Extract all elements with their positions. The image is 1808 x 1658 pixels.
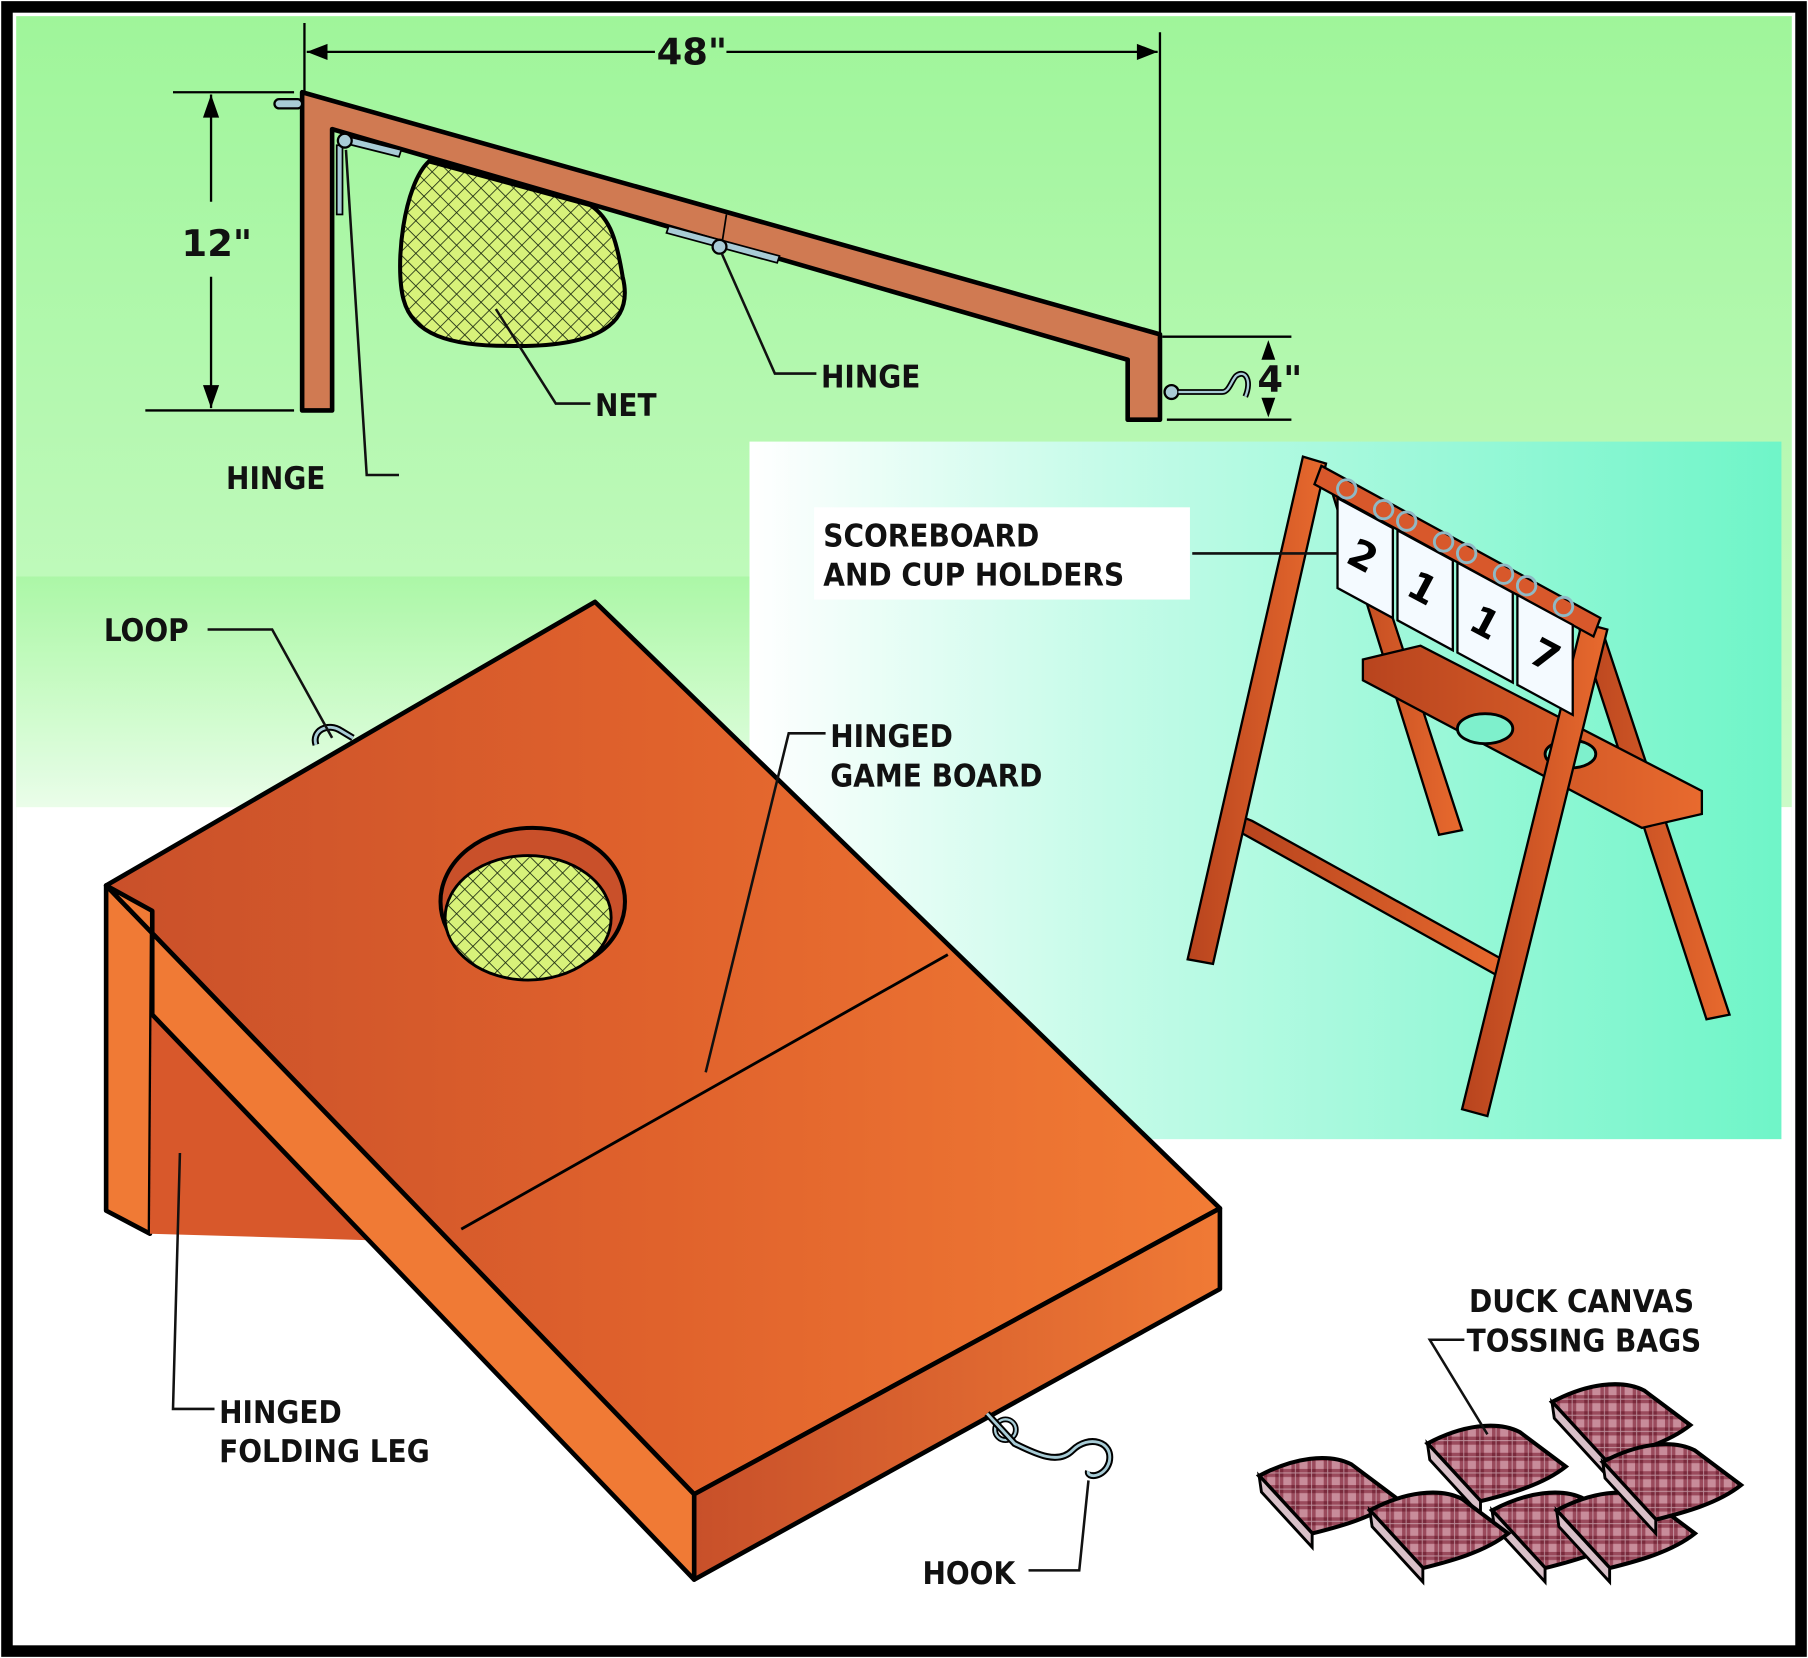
label-hook: HOOK [922, 1556, 1016, 1592]
loop-peg-icon [273, 98, 304, 110]
leader-hinge-left [344, 149, 399, 477]
dimension-4: 4" [1257, 358, 1302, 401]
arrow-left-icon [306, 43, 328, 60]
binder-rings-icon [1336, 478, 1575, 618]
label-loop: LOOP [104, 613, 189, 649]
label-net: NET [595, 388, 657, 424]
dimension-48: 48" [657, 31, 728, 74]
score-card-1 [1336, 496, 1395, 620]
leader-net [494, 308, 591, 405]
label-hinge-middle: HINGE [821, 359, 920, 395]
bag [1255, 1456, 1401, 1552]
label-folding-leg-line1: HINGED [219, 1395, 342, 1431]
dimension-12: 12" [182, 222, 253, 265]
board-side-edge [103, 883, 697, 1582]
arrow-down-small-icon [1261, 397, 1276, 418]
label-hinge-left: HINGE [226, 461, 325, 497]
side-view: 48" 12" 4" [145, 23, 1302, 497]
arrow-up-small-icon [1261, 340, 1276, 360]
leader-folding-leg [171, 1152, 215, 1411]
arrow-up-icon [202, 94, 220, 118]
hinge-middle-icon [665, 224, 781, 264]
label-folding-leg-line2: FOLDING LEG [219, 1434, 430, 1470]
tossing-bags: DUCK CANVAS TOSSING BAGS [1255, 1284, 1745, 1586]
leader-bags [1427, 1338, 1489, 1435]
side-view-board [299, 89, 1163, 422]
score-card-2 [1396, 528, 1454, 653]
label-scoreboard-line2: AND CUP HOLDERS [823, 558, 1124, 594]
side-view-net [398, 159, 627, 348]
game-board: LOOP HINGED GAME BOARD HINGED FOLDING LE… [103, 599, 1223, 1592]
score-card-3 [1456, 560, 1514, 685]
leader-hook [1028, 1480, 1090, 1572]
leader-loop [207, 628, 334, 739]
score-card-4 [1516, 593, 1574, 717]
bag [1599, 1442, 1745, 1538]
side-view-hook-icon [1163, 371, 1251, 401]
arrow-right-icon [1136, 43, 1158, 60]
scoreboard-label-box [814, 507, 1190, 600]
arrow-down-icon [202, 385, 220, 409]
label-bags-line2: TOSSING BAGS [1467, 1323, 1702, 1359]
label-game-board-line2: GAME BOARD [830, 758, 1042, 794]
bag [1366, 1490, 1512, 1586]
front-leg-right [1460, 621, 1609, 1118]
hinge-seam [460, 953, 949, 1231]
cup-hole-1 [1455, 712, 1515, 746]
bag [1424, 1423, 1570, 1519]
score-cards: 2 1 1 7 [1336, 496, 1574, 717]
front-leg-left [1186, 455, 1328, 966]
label-game-board-line1: HINGED [830, 719, 953, 755]
cup-shelf [1361, 644, 1704, 830]
hinge-top-icon [335, 132, 403, 216]
folding-leg-side [103, 883, 155, 1237]
leader-game-board [704, 732, 826, 1073]
leader-hinge-middle [720, 253, 817, 375]
board-hole-net [443, 854, 613, 982]
label-bags-line1: DUCK CANVAS [1469, 1284, 1694, 1320]
scoreboard-stand: 2 1 1 7 SCOREBOARD AND CUP HOLDERS [814, 455, 1732, 1118]
label-scoreboard-line1: SCOREBOARD [823, 519, 1039, 555]
hook-icon [984, 1411, 1114, 1480]
